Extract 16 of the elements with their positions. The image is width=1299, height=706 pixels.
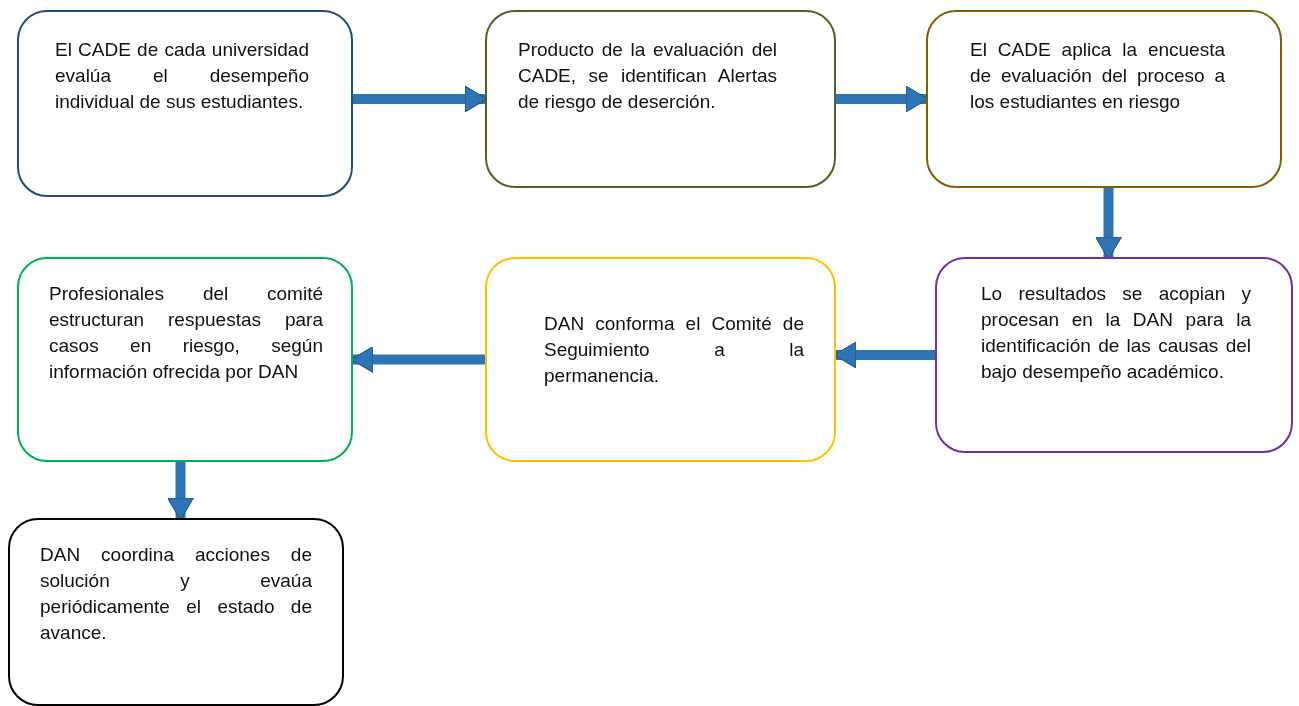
process-box [485,10,836,188]
process-box [926,10,1282,188]
process-box [17,257,353,462]
step-text: DAN coordina acciones de solución y evaúa periódicamente el estado de avance. [40,543,312,645]
process-box [17,10,353,197]
block-arrow [167,462,194,521]
step-text: El CADE aplica la encuesta de evaluación del proceso a los estudiantes en riesgo [970,38,1225,114]
step-text: El CADE de cada universidad evalúa el desempeño individual de sus estudiantes. [55,38,309,114]
step-text: Profesionales del comité estructuran respuestas para casos en riesgo, según información ofrecida por DAN [49,282,323,384]
process-box [935,257,1293,453]
block-arrow [1095,188,1122,260]
step-text: DAN conforma el Comité de Seguimiento a la permanencia. [544,312,804,388]
process-box [485,257,836,462]
step-text: Lo resultados se acopian y procesan en la DAN para la identificación de las causas del bajo desempeño académico. [981,282,1251,384]
step-text: Producto de la evaluación del CADE, se identifican Alertas de riesgo de deserción. [518,38,777,114]
process-box [8,518,344,706]
